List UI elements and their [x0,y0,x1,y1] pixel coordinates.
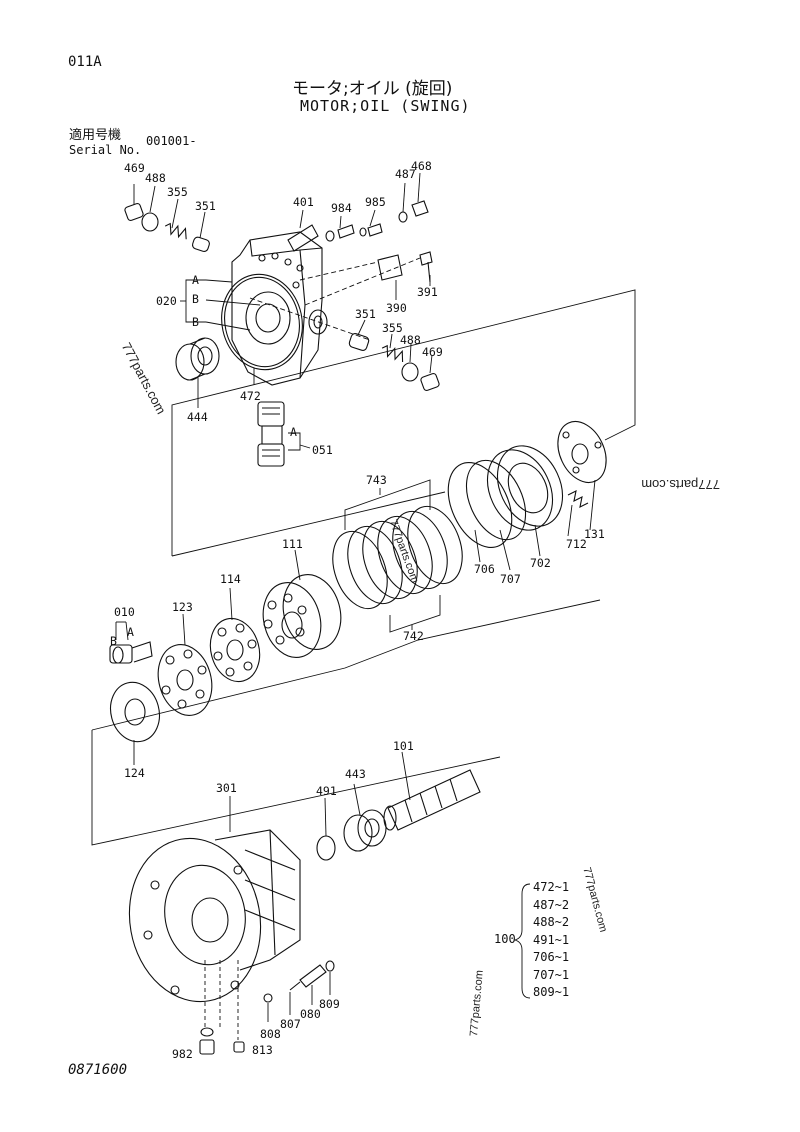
watermark: 777parts.com [641,477,720,492]
plug-808 [263,993,273,1003]
part-callout-p444: 444 [187,410,208,424]
part-callout-p706: 706 [474,562,495,576]
oring-809 [325,960,335,972]
part-callout-p743: 743 [366,473,387,487]
kit-item: 488~2 [533,915,570,929]
part-callout-p472: 472 [240,389,261,403]
valve-plate-131 [557,420,607,484]
part-callout-p984: 984 [331,201,352,215]
part-callout-p807: 807 [280,1017,301,1031]
part-callout-p355a: 355 [167,185,188,199]
part-callout-p808: 808 [260,1027,281,1041]
part-callout-p401: 401 [293,195,314,209]
part-callout-lblA1: A [192,273,199,287]
part-callout-p813: 813 [252,1043,273,1057]
bearing-443 [343,809,387,852]
bearing-444 [175,337,220,381]
serial-value: 001001- [146,134,197,148]
part-callout-p111: 111 [282,537,303,551]
part-callout-p391: 391 [417,285,438,299]
kit-item: 487~2 [533,897,570,912]
kit-item: 472~1 [533,880,570,894]
part-callout-p468: 468 [411,159,432,173]
pin-807 [289,981,301,991]
part-callout-p114: 114 [220,572,241,586]
part-callout-p351a: 351 [195,199,216,213]
housing-301 [128,829,301,1003]
kit-item: 491~1 [533,932,570,947]
part-callout-p985: 985 [365,195,386,209]
part-callout-lblA2: A [290,425,297,439]
part-callout-p469b: 469 [422,345,443,359]
part-callout-p301: 301 [216,781,237,795]
cylinder-block-111 [262,574,342,658]
title-english: MOTOR;OIL (SWING) [300,97,471,115]
oring-707 [465,459,527,541]
oring-706 [447,461,513,549]
part-callout-p355b: 355 [382,321,403,335]
kit-item: 707~1 [533,967,570,982]
part-callout-p809: 809 [319,997,340,1011]
part-callout-p390: 390 [386,301,407,315]
part-callout-p488b: 488 [400,333,421,347]
part-callout-lblA3: A [127,625,134,639]
friction-plates [332,505,463,610]
part-callout-p707: 707 [500,572,521,586]
part-callout-p469a: 469 [124,161,145,175]
piston-702 [486,445,564,531]
part-callout-p702: 702 [530,556,551,570]
part-callout-lblB1: B [192,292,199,306]
spring-712 [567,490,589,508]
part-callout-p982: 982 [172,1047,193,1061]
valve-080 [299,964,327,988]
part-callout-p020: 020 [156,294,177,308]
swash-plate-124 [110,681,160,743]
kit-item: 706~1 [533,950,570,964]
pin-010 [109,641,153,664]
serial-label-en: Serial No. [69,143,142,157]
part-callout-p124: 124 [124,766,145,780]
part-callout-lblB2: B [192,315,199,329]
plug-813 [233,1041,245,1053]
part-callout-p491: 491 [316,784,337,798]
part-callout-p351b: 351 [355,307,376,321]
part-callout-p443: 443 [345,767,366,781]
part-callout-p131: 131 [584,527,605,541]
relief-valve-right [348,333,440,392]
fitting-051 [257,401,285,467]
drawing-number: 0871600 [68,1062,128,1078]
part-callout-p488a: 488 [145,171,166,185]
part-callout-p101: 101 [393,739,414,753]
shoe-plate-123 [157,644,213,716]
retainer-plate-114 [209,617,261,683]
plug-982 [199,1039,215,1055]
seal-491 [316,835,336,861]
part-callout-p123: 123 [172,600,193,614]
page-code: 011A [68,54,102,70]
part-callout-p487: 487 [395,167,416,181]
upper-small-parts [287,200,433,283]
part-callout-p742: 742 [403,629,424,643]
serial-label-jp: 適用号機 [69,128,122,143]
part-callout-p712: 712 [566,537,587,551]
kit-number: 100 [494,932,516,946]
title-japanese: モータ;オイル (旋回) [292,79,453,99]
part-callout-p051: 051 [312,443,333,457]
part-callout-p080: 080 [300,1007,321,1021]
part-callout-lblB3: B [110,634,117,648]
kit-item: 809~1 [533,985,570,999]
relief-valve-left [124,202,210,252]
part-callout-p010: 010 [114,605,135,619]
valve-housing-group [221,231,328,386]
